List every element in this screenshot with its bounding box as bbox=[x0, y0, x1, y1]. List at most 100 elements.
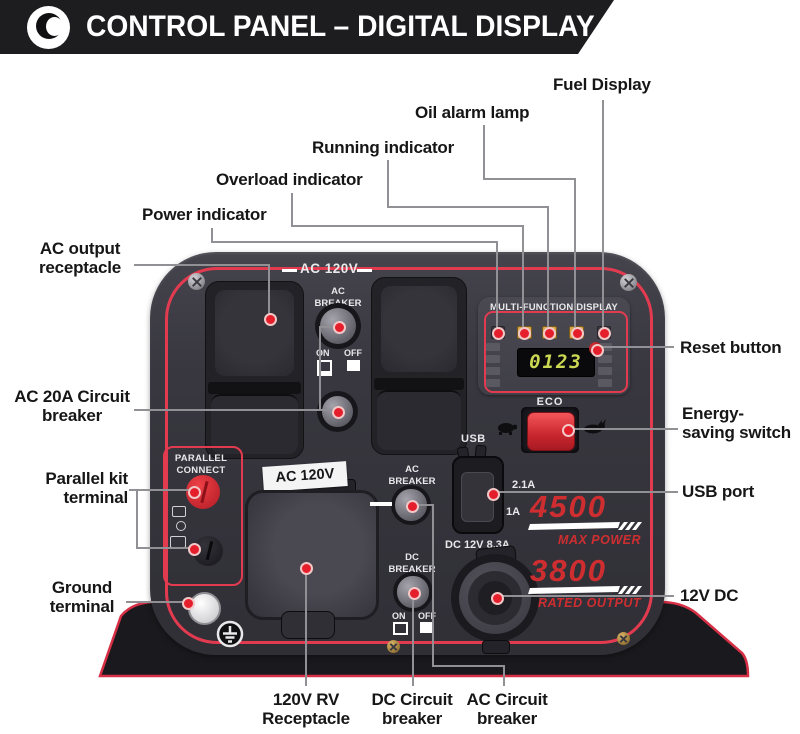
fuel-bar-segment bbox=[598, 367, 612, 375]
callout-line bbox=[319, 326, 321, 411]
callout-line bbox=[496, 241, 498, 332]
fuel-bar-segment bbox=[486, 379, 500, 387]
digital-readout: 0123 bbox=[517, 348, 595, 377]
callout-line bbox=[500, 595, 674, 597]
callout-line bbox=[291, 225, 524, 227]
max-power-label: MAX POWER bbox=[558, 533, 641, 547]
callout-line bbox=[387, 206, 549, 208]
callout-dot bbox=[487, 488, 500, 501]
outlet-flap[interactable] bbox=[377, 390, 461, 450]
callout-running-indicator: Running indicator bbox=[312, 138, 455, 157]
screw-icon bbox=[188, 273, 205, 290]
screw-icon bbox=[387, 640, 400, 653]
brand-flame-icon-cut bbox=[46, 17, 63, 36]
callout-line bbox=[387, 160, 389, 208]
stripe-decoration bbox=[528, 522, 642, 530]
usb-label: USB bbox=[461, 433, 486, 445]
on-position-icon bbox=[393, 622, 408, 635]
outlet-face bbox=[215, 290, 294, 376]
callout-line bbox=[600, 346, 674, 348]
callout-oil-alarm: Oil alarm lamp bbox=[415, 103, 530, 122]
callout-reset-button: Reset button bbox=[680, 338, 782, 357]
callout-dot bbox=[406, 500, 419, 513]
turtle-icon bbox=[498, 423, 517, 435]
fuel-bar-segment bbox=[598, 379, 612, 387]
on-position-icon bbox=[317, 360, 332, 376]
parallel-connect-label: PARALLEL CONNECT bbox=[174, 453, 228, 477]
max-power-value: 4500 bbox=[530, 489, 607, 524]
callout-line bbox=[602, 100, 604, 332]
callout-line bbox=[574, 178, 576, 332]
generator-icon bbox=[172, 506, 186, 517]
callout-dot bbox=[333, 321, 346, 334]
callout-line bbox=[483, 178, 576, 180]
callout-dot bbox=[492, 327, 505, 340]
callout-line bbox=[503, 665, 505, 686]
screw-icon bbox=[620, 274, 637, 291]
callout-line bbox=[305, 570, 307, 686]
rv-cover-latch[interactable] bbox=[281, 611, 335, 639]
callout-line bbox=[129, 489, 138, 491]
callout-12v-dc: 12V DC bbox=[680, 586, 739, 605]
callout-dot bbox=[491, 592, 504, 605]
callout-line bbox=[319, 326, 333, 328]
label-dash bbox=[282, 269, 297, 272]
callout-ac-circuit-breaker: AC Circuit breaker bbox=[466, 690, 548, 729]
on-label: ON bbox=[392, 611, 406, 621]
rated-output-label: RATED OUTPUT bbox=[538, 596, 641, 610]
dc-socket-bottom-tab bbox=[482, 640, 510, 654]
callout-dot bbox=[543, 327, 556, 340]
callout-usb-port: USB port bbox=[682, 482, 755, 501]
usb-amp-label: 2.1A bbox=[512, 479, 536, 491]
callout-line bbox=[291, 193, 293, 227]
callout-dot bbox=[332, 406, 345, 419]
rabbit-icon bbox=[584, 419, 606, 434]
callout-dot bbox=[408, 587, 421, 600]
callout-dot bbox=[591, 344, 604, 357]
callout-dot bbox=[518, 327, 531, 340]
screw-icon bbox=[617, 632, 630, 645]
off-position-icon bbox=[347, 360, 360, 371]
callout-line bbox=[211, 228, 213, 243]
callout-ground-terminal: Ground terminal bbox=[49, 578, 115, 617]
ac-breaker-mid-label: AC BREAKER bbox=[388, 464, 436, 487]
callout-line bbox=[136, 489, 138, 549]
callout-line bbox=[268, 264, 270, 318]
stripe-decoration bbox=[528, 586, 642, 594]
ac-outlet-right[interactable] bbox=[371, 277, 467, 455]
callout-line bbox=[134, 264, 270, 266]
callout-line bbox=[547, 206, 549, 332]
ac-outlet-left[interactable] bbox=[205, 281, 304, 459]
off-label: OFF bbox=[418, 611, 436, 621]
link-icon bbox=[176, 521, 186, 531]
rated-output-value: 3800 bbox=[530, 553, 607, 588]
eco-label: ECO bbox=[536, 396, 564, 408]
fuel-bar-segment bbox=[486, 367, 500, 375]
label-dash bbox=[357, 269, 372, 272]
callout-line bbox=[571, 428, 678, 430]
callout-dot bbox=[188, 543, 201, 556]
callout-line bbox=[211, 241, 498, 243]
callout-dot bbox=[188, 486, 201, 499]
fuel-bar-segment bbox=[486, 355, 500, 363]
callout-parallel-kit: Parallel kit terminal bbox=[45, 469, 128, 508]
outlet-flap[interactable] bbox=[211, 394, 298, 454]
rv-receptacle[interactable] bbox=[245, 490, 379, 620]
callout-dot bbox=[598, 327, 611, 340]
callout-overload-indicator: Overload indicator bbox=[216, 170, 363, 189]
ground-terminal[interactable] bbox=[188, 592, 221, 625]
callout-dc-circuit-breaker: DC Circuit breaker bbox=[371, 690, 453, 729]
fuel-bar-segment bbox=[486, 343, 500, 351]
usb-amp-label-2: 1A bbox=[506, 506, 521, 518]
outlet-lip bbox=[208, 382, 301, 394]
display-title: MULTI-FUNCTION DISPLAY bbox=[490, 302, 618, 313]
label-dash bbox=[370, 502, 392, 506]
callout-line bbox=[136, 547, 193, 549]
outlet-lip bbox=[374, 378, 464, 390]
callout-line bbox=[126, 601, 186, 603]
callout-line bbox=[432, 504, 434, 667]
callout-line bbox=[483, 125, 485, 180]
display-red-frame bbox=[484, 311, 628, 393]
fuel-bar-segment bbox=[598, 355, 612, 363]
